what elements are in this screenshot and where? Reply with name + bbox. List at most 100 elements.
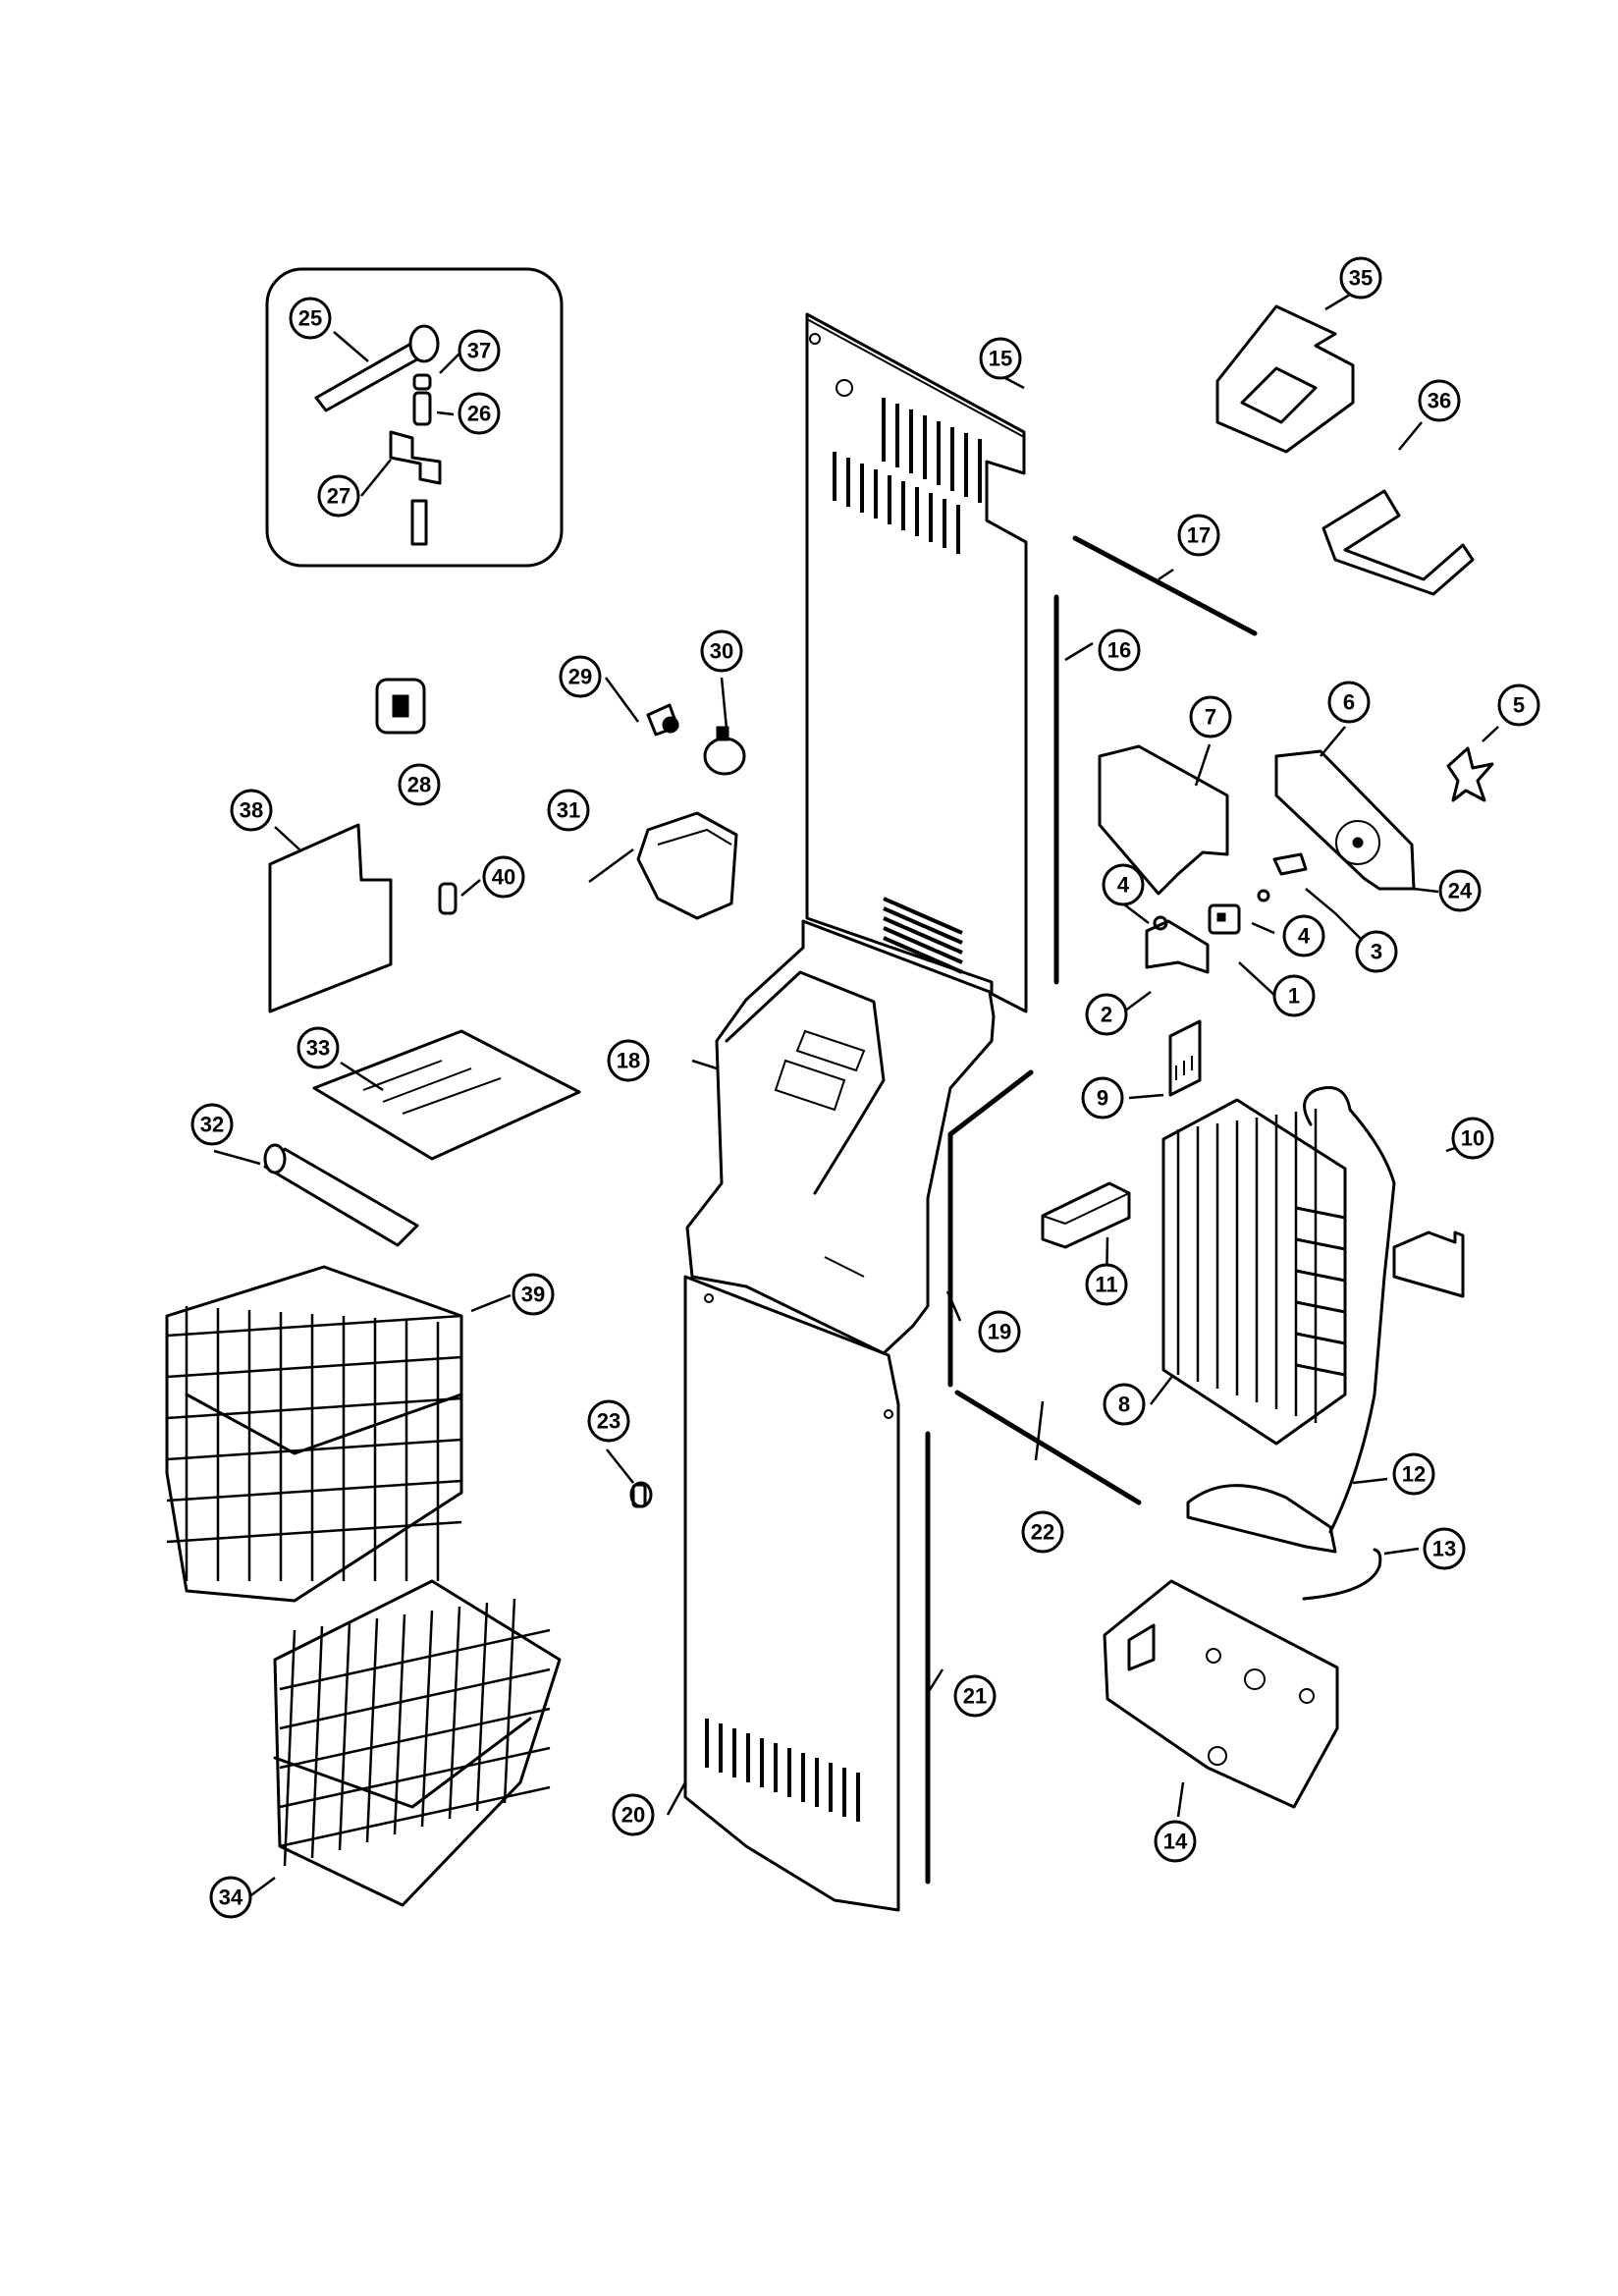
svg-text:40: 40 xyxy=(492,865,515,890)
svg-text:25: 25 xyxy=(298,306,322,331)
part-15-vent-slots xyxy=(833,398,982,974)
part-36-gasket xyxy=(1321,489,1475,596)
svg-text:29: 29 xyxy=(568,665,592,689)
leader-lines xyxy=(213,293,1499,1899)
callout-12: 12 xyxy=(1392,1452,1435,1496)
svg-text:22: 22 xyxy=(1031,1520,1054,1545)
callout-17: 17 xyxy=(1177,514,1220,557)
callout-37: 37 xyxy=(458,329,501,372)
part-4-grommet-b xyxy=(1257,889,1270,902)
part-29-socket xyxy=(646,703,679,737)
svg-text:34: 34 xyxy=(219,1886,243,1910)
callout-11: 11 xyxy=(1085,1263,1128,1306)
part-34-basket xyxy=(273,1579,562,1907)
svg-text:20: 20 xyxy=(621,1803,645,1828)
part-8-evaporator xyxy=(1161,1098,1347,1446)
part-40-pin xyxy=(438,882,458,915)
part-38-panel xyxy=(268,823,393,1013)
svg-text:17: 17 xyxy=(1187,523,1211,548)
callout-4a: 4 xyxy=(1102,863,1145,906)
callout-32: 32 xyxy=(190,1103,234,1146)
part-20-lower-panel xyxy=(683,1275,900,1912)
svg-text:21: 21 xyxy=(963,1684,987,1709)
callout-3: 3 xyxy=(1355,930,1398,973)
svg-text:11: 11 xyxy=(1095,1273,1117,1297)
part-28-switch xyxy=(375,678,426,735)
svg-text:24: 24 xyxy=(1448,879,1473,903)
callout-8: 8 xyxy=(1103,1383,1146,1426)
svg-text:30: 30 xyxy=(710,639,733,664)
callout-29: 29 xyxy=(559,655,602,698)
part-10-bracket xyxy=(1392,1230,1465,1298)
svg-text:12: 12 xyxy=(1402,1462,1426,1487)
part-22-strip xyxy=(954,1390,1142,1505)
svg-text:8: 8 xyxy=(1118,1393,1130,1417)
callout-16: 16 xyxy=(1098,629,1141,672)
svg-text:4: 4 xyxy=(1298,924,1311,949)
svg-text:7: 7 xyxy=(1205,705,1216,730)
callout-25: 25 xyxy=(289,297,332,340)
svg-text:31: 31 xyxy=(557,798,580,823)
callout-7: 7 xyxy=(1189,695,1232,738)
part-20-vent-slots xyxy=(705,1719,860,1822)
detail-inset xyxy=(265,267,564,568)
part-23-plug xyxy=(629,1481,653,1508)
svg-text:16: 16 xyxy=(1107,638,1131,663)
callout-21: 21 xyxy=(953,1674,997,1718)
svg-text:9: 9 xyxy=(1097,1086,1108,1111)
callout-24: 24 xyxy=(1438,869,1482,912)
svg-text:27: 27 xyxy=(327,484,351,509)
part-18-duct xyxy=(685,919,996,1355)
part-37-ring xyxy=(412,373,432,391)
svg-text:28: 28 xyxy=(407,773,431,797)
callout-36: 36 xyxy=(1418,379,1461,422)
callout-4b: 4 xyxy=(1282,914,1325,957)
callout-22: 22 xyxy=(1021,1510,1064,1554)
part-32-roller xyxy=(263,1143,419,1247)
callout-9: 9 xyxy=(1081,1076,1124,1120)
svg-text:5: 5 xyxy=(1513,693,1525,718)
svg-text:13: 13 xyxy=(1432,1537,1456,1561)
svg-text:35: 35 xyxy=(1349,266,1373,291)
svg-text:10: 10 xyxy=(1461,1126,1484,1151)
svg-text:2: 2 xyxy=(1101,1003,1112,1027)
svg-text:18: 18 xyxy=(617,1049,640,1073)
callout-20: 20 xyxy=(612,1793,655,1836)
callout-28: 28 xyxy=(398,763,441,806)
svg-text:3: 3 xyxy=(1371,940,1382,964)
part-9-bracket xyxy=(1168,1019,1202,1097)
callout-35: 35 xyxy=(1339,256,1382,300)
part-30-bulb xyxy=(703,726,746,776)
svg-text:14: 14 xyxy=(1163,1830,1188,1854)
svg-text:32: 32 xyxy=(200,1113,224,1137)
svg-text:39: 39 xyxy=(521,1283,545,1307)
svg-text:15: 15 xyxy=(989,347,1012,371)
part-17-strip xyxy=(1072,535,1258,636)
part-25-shaft xyxy=(314,324,440,412)
part-39-basket xyxy=(165,1265,463,1603)
svg-text:38: 38 xyxy=(240,798,263,823)
callouts: 1 2 3 4 4 5 6 7 8 9 10 11 12 13 14 15 16… xyxy=(190,256,1540,1919)
part-35-bracket xyxy=(1215,304,1355,454)
part-31-lamp-cover xyxy=(636,811,738,920)
callout-18: 18 xyxy=(607,1039,650,1082)
part-5-fan-blade xyxy=(1446,746,1494,802)
svg-text:1: 1 xyxy=(1288,984,1300,1009)
svg-text:6: 6 xyxy=(1343,690,1355,715)
svg-text:33: 33 xyxy=(306,1036,330,1061)
svg-text:36: 36 xyxy=(1428,389,1451,413)
part-15-upper-panel xyxy=(805,312,1028,1013)
svg-text:37: 37 xyxy=(467,339,491,363)
part-4-grommet-a xyxy=(1153,915,1168,931)
callout-19: 19 xyxy=(978,1310,1021,1353)
part-7-plate xyxy=(1098,744,1229,896)
callout-27: 27 xyxy=(317,474,360,518)
svg-text:23: 23 xyxy=(597,1409,620,1434)
svg-text:4: 4 xyxy=(1117,873,1130,898)
callout-15: 15 xyxy=(979,337,1022,380)
callout-2: 2 xyxy=(1085,993,1128,1036)
callout-31: 31 xyxy=(547,789,590,832)
part-14-drain-pan xyxy=(1103,1579,1339,1809)
part-12-heater xyxy=(1186,1086,1396,1554)
